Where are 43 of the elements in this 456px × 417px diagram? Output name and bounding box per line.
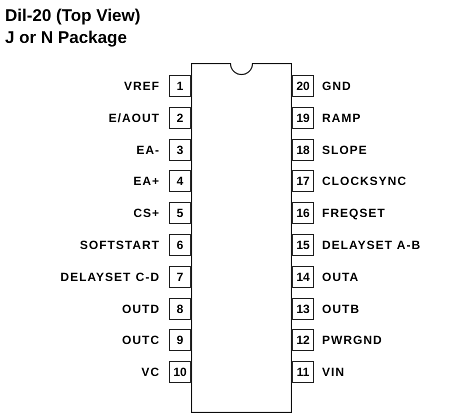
pin-number: 12 <box>292 329 314 352</box>
pin-name: RAMP <box>322 110 362 127</box>
pin-name: CLOCKSYNC <box>322 173 408 190</box>
pin-number: 16 <box>292 202 314 224</box>
pin-number: 8 <box>169 298 191 320</box>
pin-number: 19 <box>292 106 314 129</box>
pin-number: 11 <box>292 361 314 384</box>
chip-body <box>191 63 292 413</box>
pin-number: 17 <box>292 170 314 192</box>
pin-number: 10 <box>169 361 191 384</box>
pin-name: OUTC <box>122 332 160 350</box>
pin-number: 20 <box>292 75 314 97</box>
pin-number: 3 <box>169 138 191 161</box>
pin-name: E/AOUT <box>108 110 160 127</box>
pin-name: VREF <box>124 78 160 95</box>
pin-number: 6 <box>169 234 191 256</box>
pin-name: SLOPE <box>322 142 368 159</box>
pin-number: 14 <box>292 266 314 288</box>
pin-number: 18 <box>292 138 314 161</box>
pin-name: DELAYSET A-B <box>322 237 422 254</box>
pin-number: 2 <box>169 106 191 129</box>
pin-name: SOFTSTART <box>80 237 160 254</box>
pin-name: EA- <box>136 142 160 159</box>
title: Dil-20 (Top View) <box>5 6 140 26</box>
package-label: J or N Package <box>5 28 127 48</box>
pin-name: OUTA <box>322 268 360 286</box>
pin-name: OUTD <box>122 300 160 318</box>
pin-number: 1 <box>169 75 191 97</box>
pin-name: VIN <box>322 364 346 382</box>
pin-number: 9 <box>169 329 191 352</box>
pin-number: 5 <box>169 202 191 224</box>
pin-name: DELAYSET C-D <box>60 268 160 286</box>
pin-name: CS+ <box>133 205 160 222</box>
pin-name: OUTB <box>322 300 360 318</box>
pin-name: FREQSET <box>322 205 386 222</box>
pin-name: EA+ <box>133 173 160 190</box>
pin-number: 4 <box>169 170 191 192</box>
pin-name: PWRGND <box>322 332 383 350</box>
pin-name: GND <box>322 78 352 95</box>
pin-number: 15 <box>292 234 314 256</box>
pin-number: 7 <box>169 266 191 288</box>
pin-name: VC <box>141 364 160 382</box>
pin-number: 13 <box>292 298 314 320</box>
